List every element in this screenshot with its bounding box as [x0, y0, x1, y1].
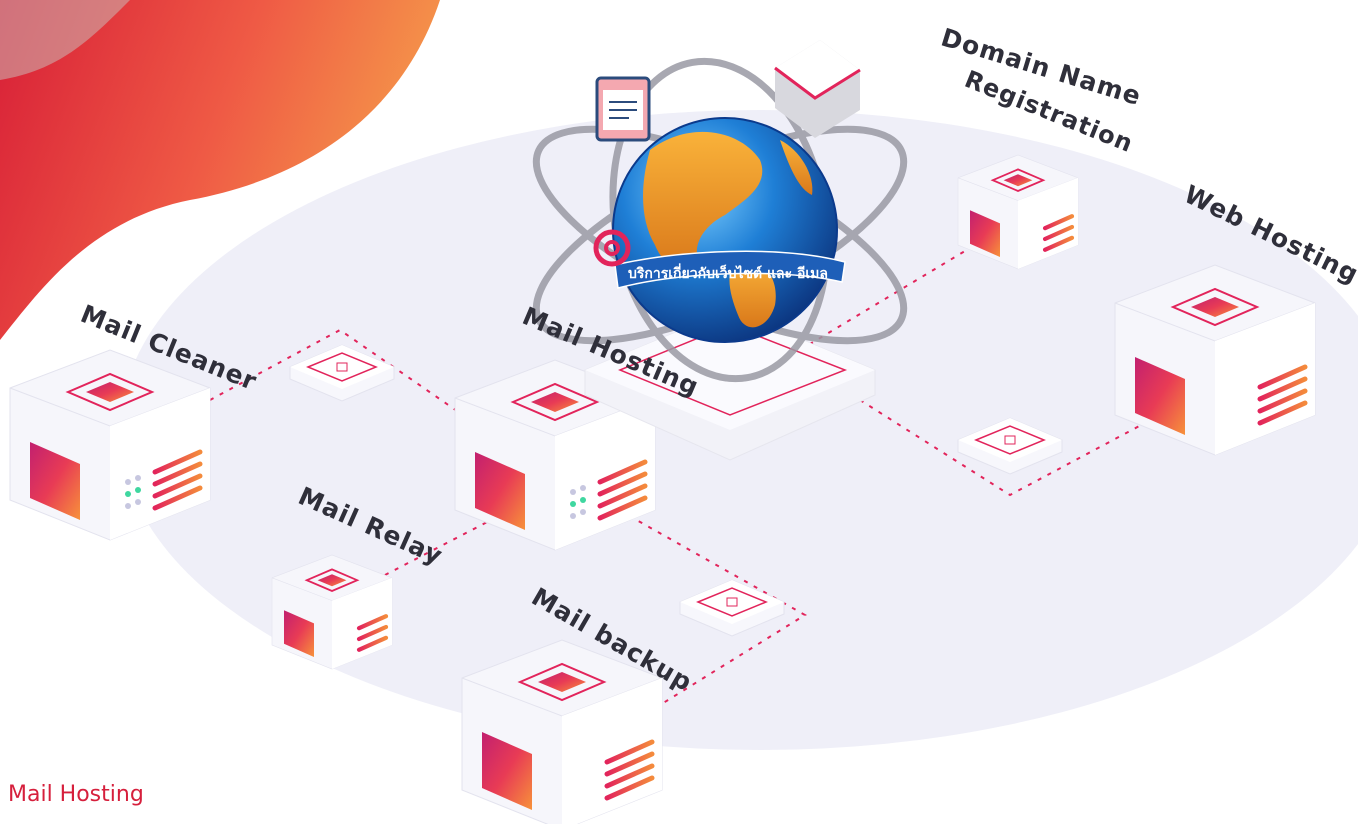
caption-mail-hosting: Mail Hosting	[8, 782, 144, 807]
line-hub-backup	[609, 504, 807, 706]
router-chip-icon	[289, 344, 395, 402]
globe-icon	[612, 117, 838, 343]
browser-window-icon	[595, 76, 651, 142]
line-globe-web	[859, 399, 1161, 497]
envelope-icon	[774, 40, 861, 138]
brand-blob	[0, 0, 440, 340]
connection-lines	[209, 229, 1161, 706]
router-chip-icon	[679, 579, 785, 637]
server-domain-name[interactable]	[957, 154, 1079, 270]
server-mail-relay[interactable]	[271, 554, 393, 670]
globe-banner: บริการเกี่ยวกับเว็บไซต์ และ อีเมล	[614, 250, 846, 289]
globe-banner-text: บริการเกี่ยวกับเว็บไซต์ และ อีเมล	[628, 263, 828, 282]
server-mail-hosting[interactable]	[454, 359, 656, 551]
at-sign-icon	[593, 229, 631, 267]
server-web-hosting[interactable]	[1114, 264, 1316, 456]
line-cleaner-hub	[209, 328, 471, 421]
server-mail-cleaner[interactable]	[9, 349, 211, 541]
router-chip-icon	[957, 417, 1063, 475]
line-relay-hub	[384, 504, 521, 576]
server-mail-backup[interactable]	[461, 639, 663, 824]
